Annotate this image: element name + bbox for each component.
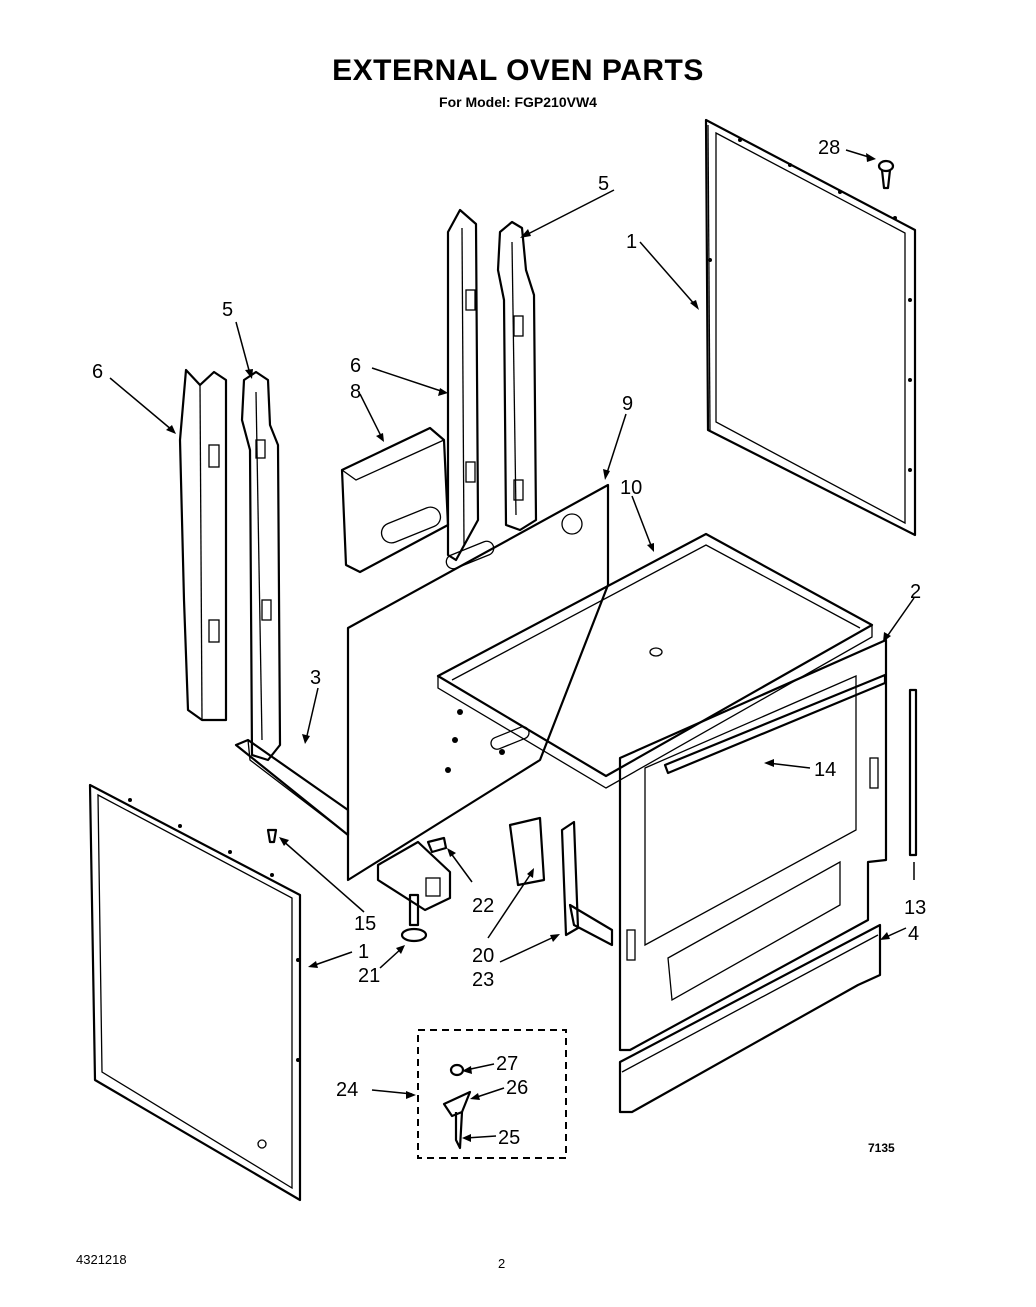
side-panel-left-part-1 bbox=[88, 783, 302, 1202]
callout-2: 2 bbox=[910, 581, 921, 603]
callout-14: 14 bbox=[814, 759, 836, 781]
side-rail-mid-part-6 bbox=[446, 208, 480, 562]
callout-27: 27 bbox=[496, 1053, 518, 1075]
callout-23: 23 bbox=[472, 969, 494, 991]
bracket-part-20 bbox=[508, 816, 546, 887]
hinge-part-23 bbox=[560, 820, 614, 947]
callout-6-mid: 6 bbox=[350, 355, 361, 377]
callout-1-left: 1 bbox=[358, 941, 369, 963]
callout-3: 3 bbox=[310, 667, 321, 689]
document-number: 4321218 bbox=[76, 1252, 127, 1267]
vertical-rod-part-13 bbox=[908, 688, 918, 857]
callout-21: 21 bbox=[358, 965, 380, 987]
front-frame-part-2 bbox=[618, 638, 888, 1052]
oven-top-part-10 bbox=[436, 532, 874, 789]
clip-part-22 bbox=[426, 836, 448, 854]
callout-28: 28 bbox=[818, 137, 840, 159]
callout-6-left: 6 bbox=[92, 361, 103, 383]
kick-panel-part-4 bbox=[618, 923, 882, 1114]
callout-5-right: 5 bbox=[598, 173, 609, 195]
model-subtitle: For Model: FGP210VW4 bbox=[439, 94, 597, 110]
callout-5-left: 5 bbox=[222, 299, 233, 321]
callout-4: 4 bbox=[908, 923, 919, 945]
bottom-bracket bbox=[376, 840, 452, 912]
page-title: EXTERNAL OVEN PARTS bbox=[332, 54, 704, 87]
inset-detail-box bbox=[417, 1029, 567, 1159]
leader-lines bbox=[109, 149, 915, 1142]
leveling-leg-part-21 bbox=[400, 893, 428, 943]
callout-22: 22 bbox=[472, 895, 494, 917]
page-number: 2 bbox=[498, 1256, 506, 1271]
back-panel-part-9 bbox=[346, 483, 610, 882]
callout-15: 15 bbox=[354, 913, 376, 935]
callout-1-right: 1 bbox=[626, 231, 637, 253]
callout-9: 9 bbox=[622, 393, 633, 415]
callout-20: 20 bbox=[472, 945, 494, 967]
screw-part-28 bbox=[877, 159, 895, 190]
fastener-part-15 bbox=[266, 828, 278, 844]
vent-duct-part-8 bbox=[340, 426, 450, 574]
trim-strip-part-14 bbox=[663, 673, 887, 775]
callout-10: 10 bbox=[620, 477, 642, 499]
bottom-rail-part-3 bbox=[234, 738, 350, 837]
callout-25: 25 bbox=[498, 1127, 520, 1149]
side-rail-left-part-6 bbox=[178, 368, 228, 722]
drawing-code: 7135 bbox=[868, 1141, 895, 1155]
side-panel-right-part-1 bbox=[704, 118, 917, 537]
callout-8: 8 bbox=[350, 381, 361, 403]
side-bracket-left-part-5 bbox=[240, 370, 282, 762]
callout-24: 24 bbox=[336, 1079, 358, 1101]
callout-26: 26 bbox=[506, 1077, 528, 1099]
side-bracket-right-part-5 bbox=[496, 220, 538, 532]
callout-13: 13 bbox=[904, 897, 926, 919]
